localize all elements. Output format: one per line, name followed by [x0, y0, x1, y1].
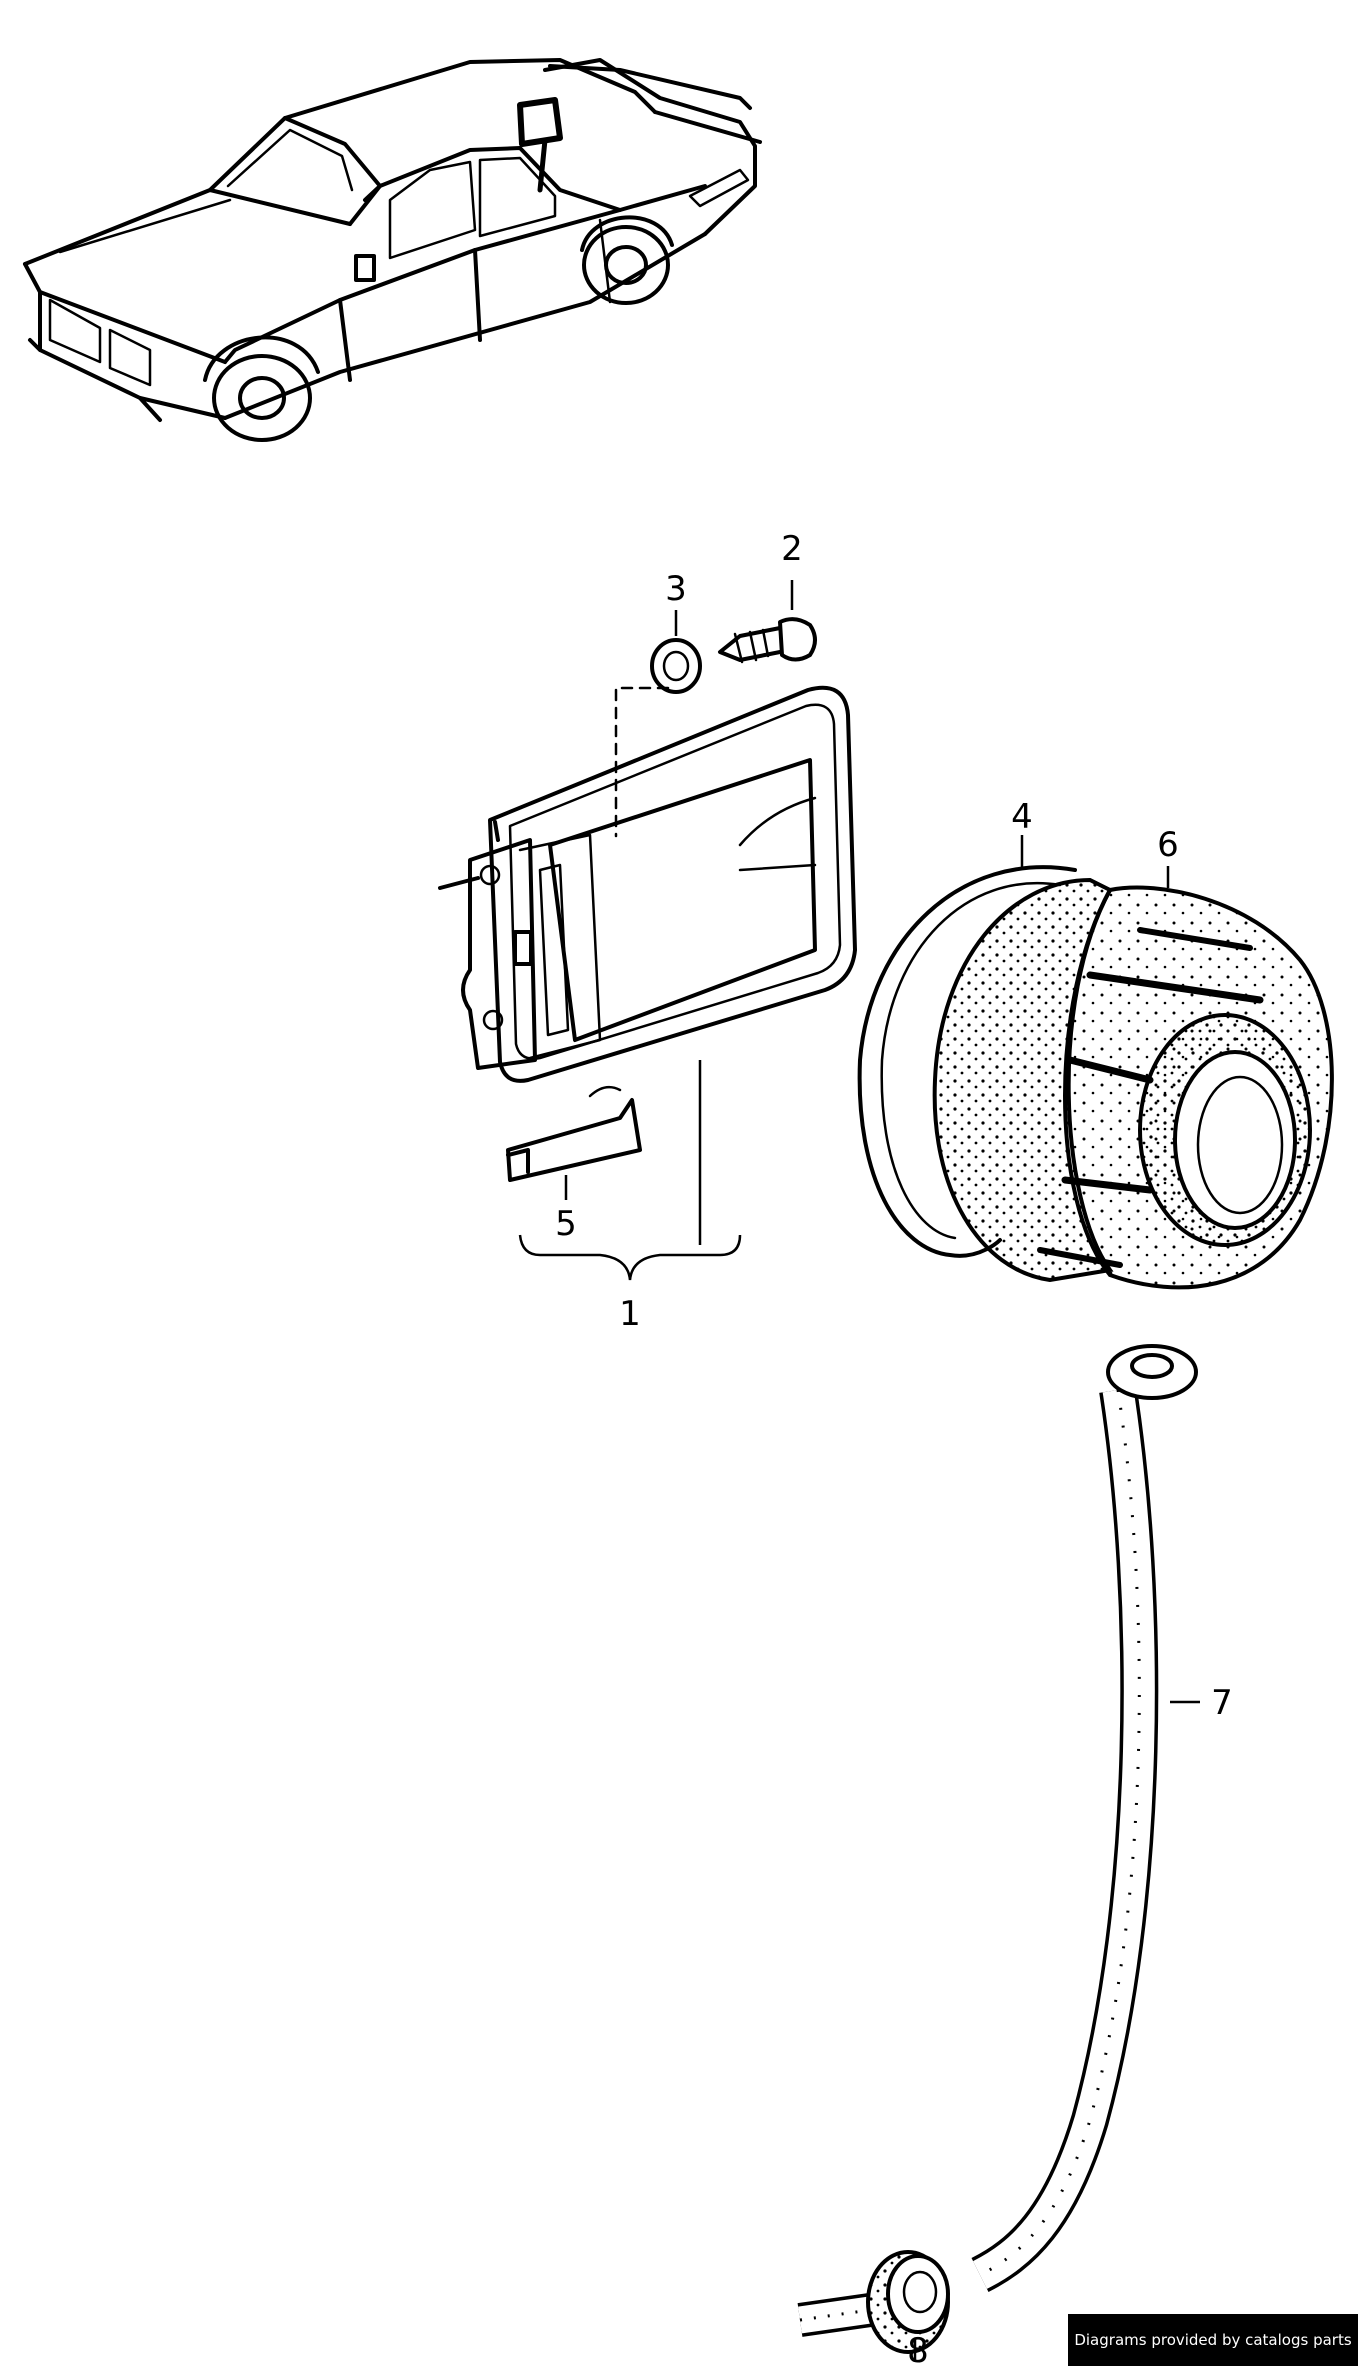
callout-7: 7: [1211, 1683, 1233, 1723]
bottom-grommet-part: [866, 2250, 950, 2354]
car-illustration: [23, 58, 762, 442]
drain-hose-part: [797, 1344, 1198, 2337]
callout-6: 6: [1157, 825, 1179, 865]
callout-1: 1: [619, 1294, 641, 1334]
fuel-flap-assembly: [438, 685, 857, 1083]
washer-part: [650, 638, 702, 694]
callout-leaders: [564, 580, 1200, 2362]
callout-4: 4: [1011, 797, 1033, 837]
callout-2: 2: [781, 529, 803, 569]
o-ring-part: [857, 865, 1077, 1258]
clip-part: [506, 1085, 642, 1182]
callout-8: 8: [907, 2331, 929, 2366]
callout-5: 5: [555, 1204, 577, 1244]
filler-housing-part: [932, 877, 1334, 1290]
screw-part: [718, 617, 817, 664]
callout-3: 3: [665, 569, 687, 609]
credit-banner: Diagrams provided by catalogs parts: [1068, 2314, 1358, 2366]
assembly-bracket: [518, 1060, 742, 1281]
